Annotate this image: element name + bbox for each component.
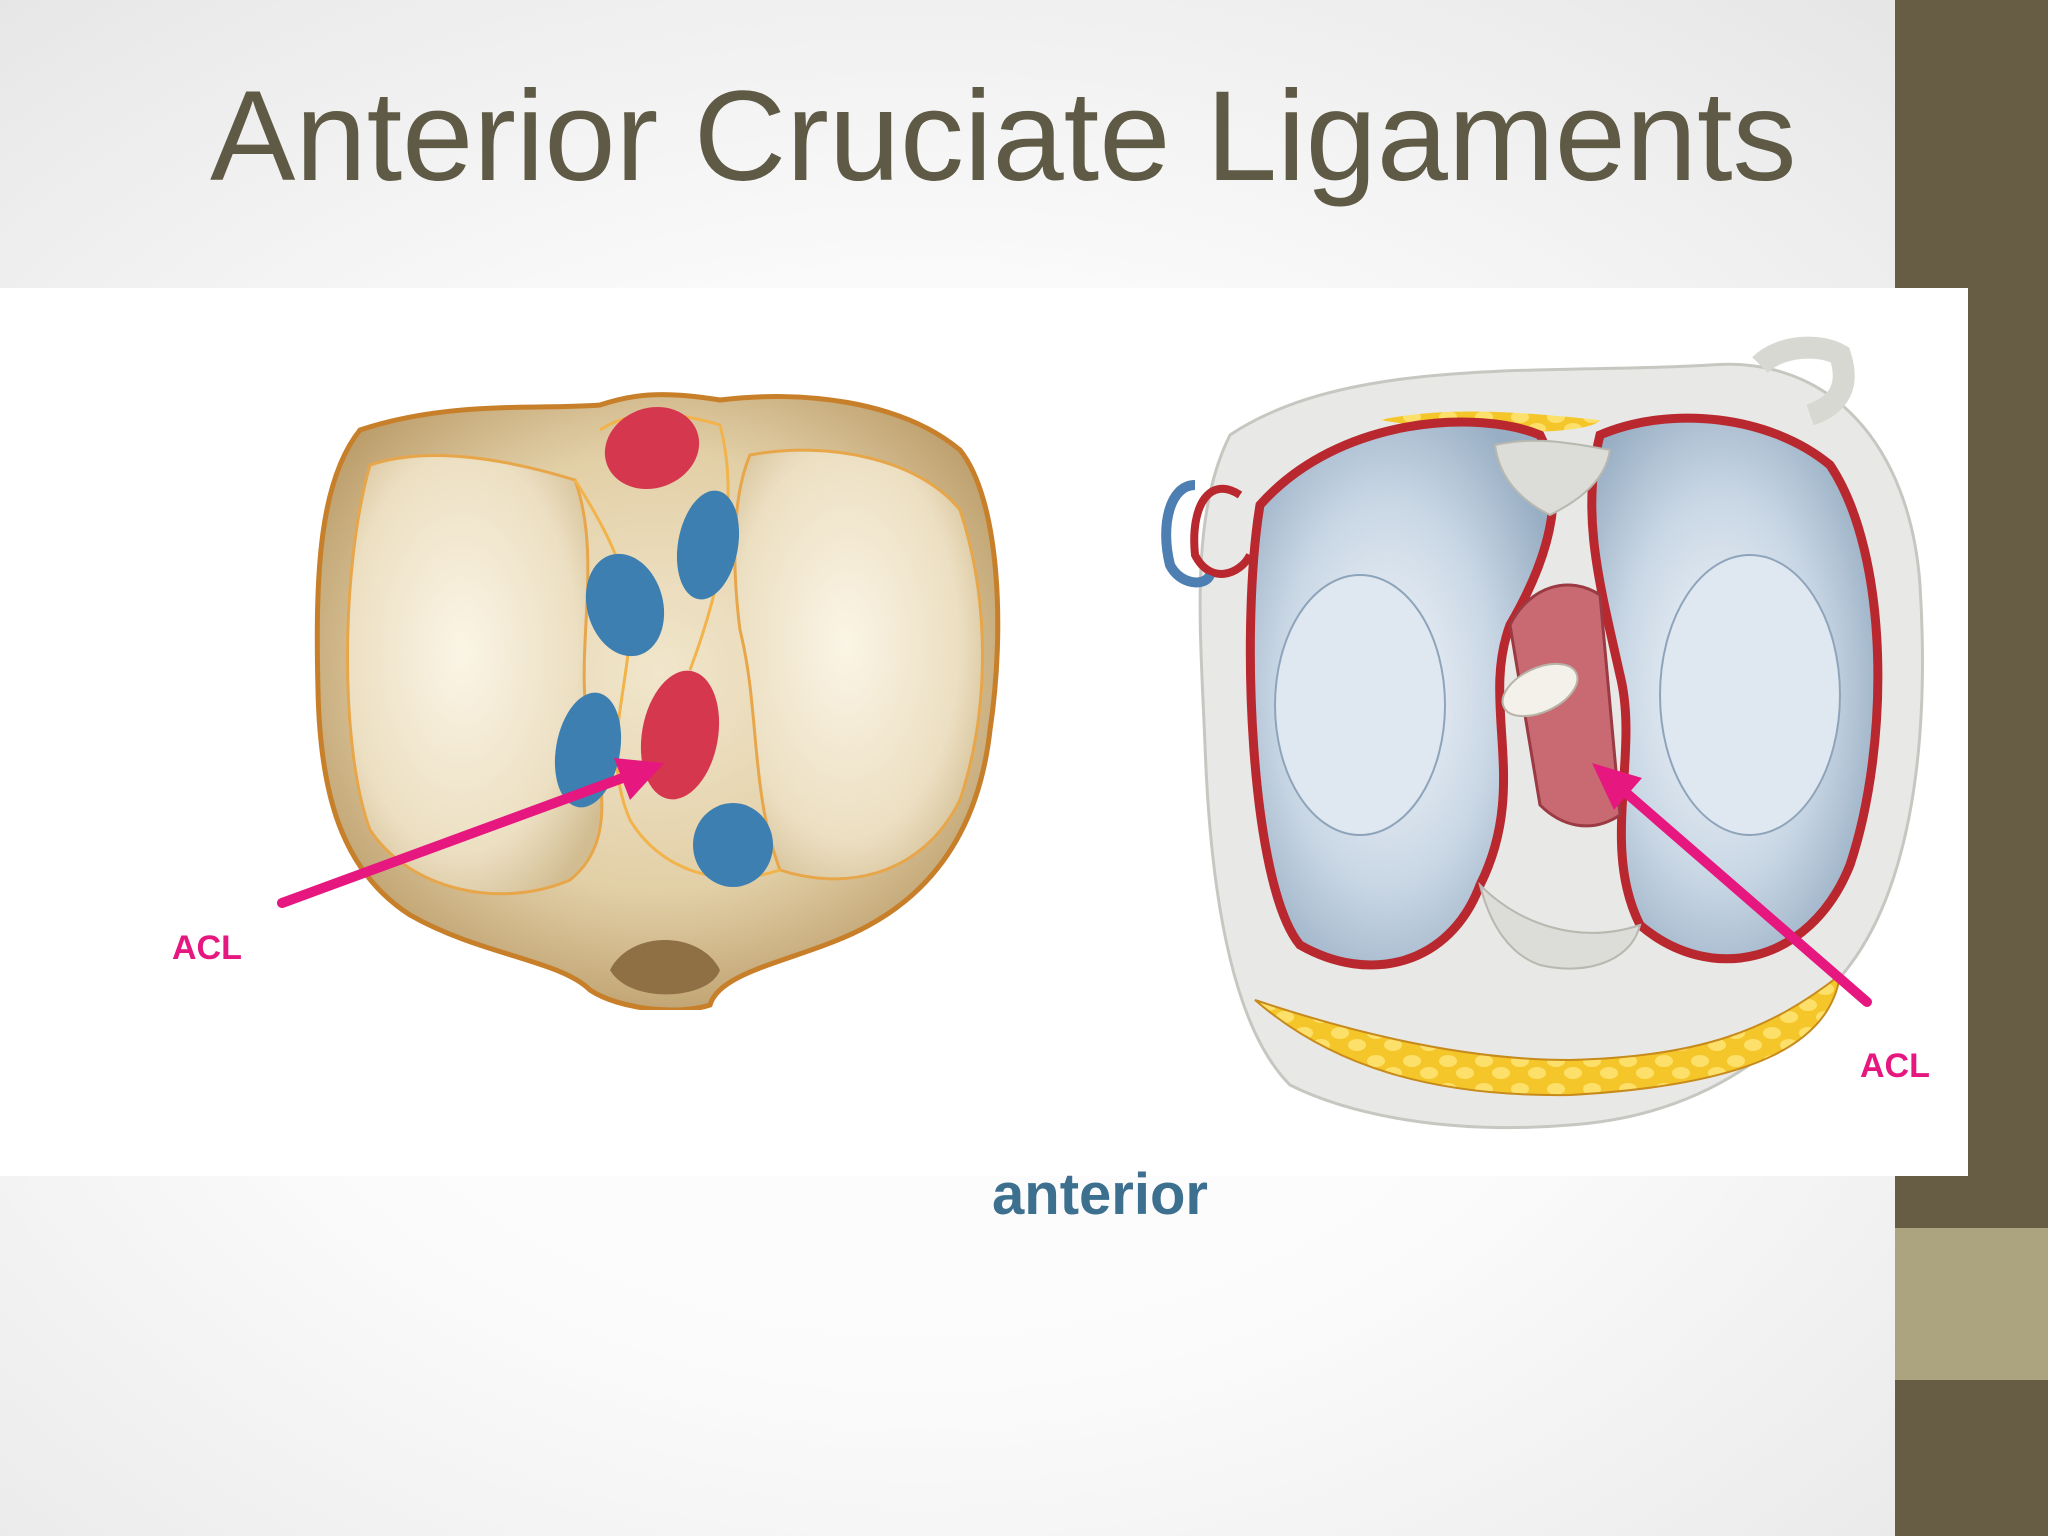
- acl-label-right: ACL: [1860, 1047, 1930, 1085]
- slide-title: Anterior Cruciate Ligaments: [210, 65, 1797, 208]
- knee-menisci-illustration: [1150, 325, 1940, 1145]
- tibial-plateau-illustration: [300, 370, 1020, 1010]
- orientation-label: anterior: [992, 1162, 1208, 1227]
- side-bar-middle-segment: [1895, 1228, 2048, 1380]
- side-bar-bottom-segment: [1895, 1380, 2048, 1536]
- acl-label-left: ACL: [172, 929, 242, 967]
